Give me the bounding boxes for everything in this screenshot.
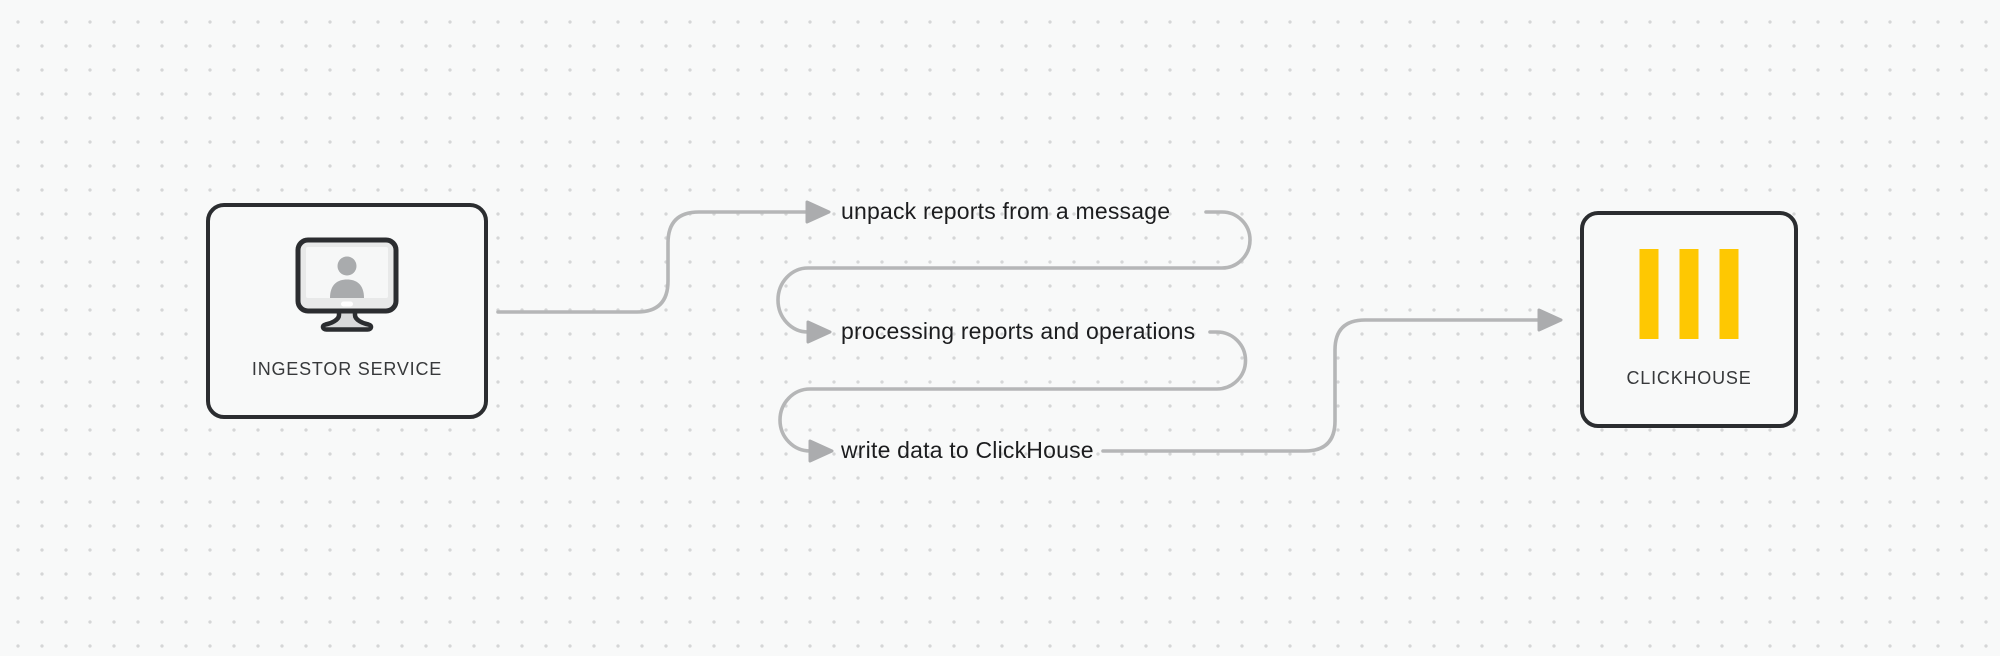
node-clickhouse: CLICKHOUSE (1580, 211, 1798, 428)
connector-step3-to-clickhouse (1101, 318, 1540, 453)
user-head (337, 256, 357, 276)
arrowhead-step1-icon (805, 200, 831, 224)
node-label-ingestor: INGESTOR SERVICE (251, 359, 443, 379)
connector-step2-to-step3 (778, 330, 1248, 453)
arrowhead-step2-icon (806, 320, 832, 344)
user-shoulders (330, 279, 364, 298)
clickhouse-logo-bar (1719, 249, 1739, 339)
clickhouse-logo-bar (1679, 249, 1699, 339)
arrowhead-clickhouse-icon (1537, 308, 1563, 332)
monitor-user-icon (295, 237, 399, 332)
node-ingestor-service: INGESTOR SERVICE (206, 203, 488, 419)
monitor-stand (320, 306, 374, 332)
node-label-clickhouse: CLICKHOUSE (1626, 368, 1752, 388)
step-label-unpack: unpack reports from a message (841, 197, 1171, 224)
step-label-processing: processing reports and operations (841, 317, 1196, 344)
connector-step1-to-step2 (776, 210, 1252, 334)
step-label-write: write data to ClickHouse (841, 436, 1094, 463)
clickhouse-logo-bar (1639, 249, 1659, 339)
arrowhead-step3-icon (808, 439, 834, 463)
clickhouse-logo-icon (1639, 249, 1739, 339)
monitor-button (341, 301, 353, 307)
connector-ingestor-to-step1 (496, 210, 808, 314)
